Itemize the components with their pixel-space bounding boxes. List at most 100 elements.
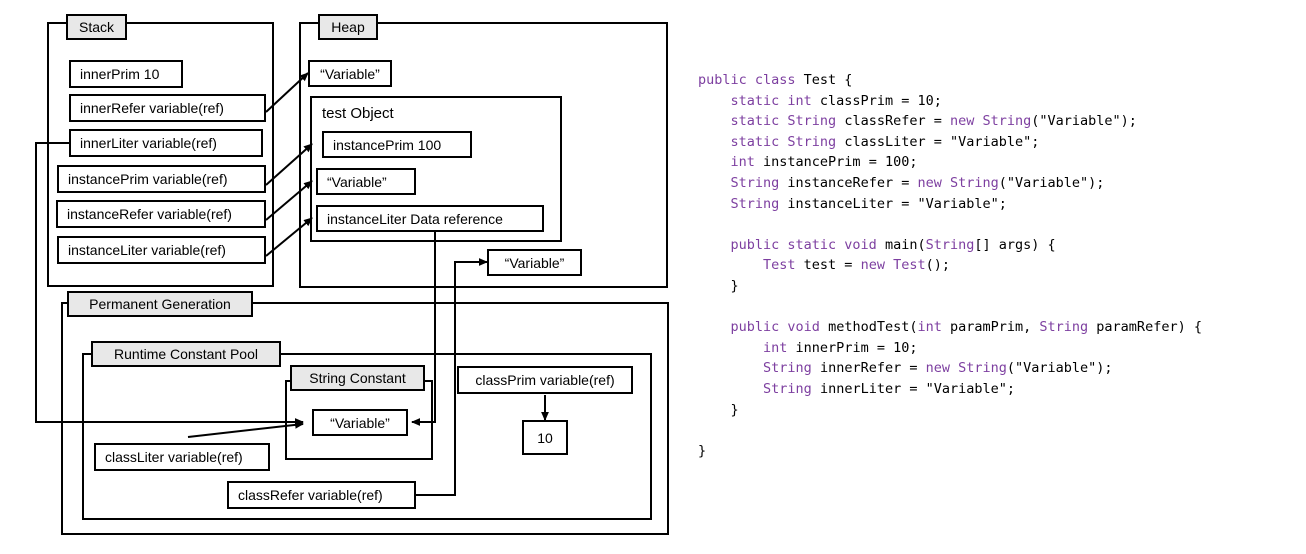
java-code-block: public class Test { static int classPrim… [698, 70, 1298, 461]
code-text: innerLiter = "Variable"; [819, 380, 1016, 397]
code-text [698, 340, 763, 356]
code-text: classPrim = 10; [819, 92, 942, 109]
code-line: Test test = new Test(); [698, 255, 1298, 276]
code-text [698, 360, 763, 376]
code-text: } [698, 277, 739, 294]
code-keyword: new String [925, 360, 1007, 377]
heap-literal-box: “Variable” [487, 249, 582, 276]
stack-frame-innerRefer: innerRefer variable(ref) [69, 94, 266, 122]
code-line: static String classRefer = new String("V… [698, 111, 1298, 132]
code-text: paramRefer) { [1096, 319, 1202, 336]
stack-region-label: Stack [78, 19, 114, 35]
code-line: String innerLiter = "Variable"; [698, 379, 1298, 400]
string-constant-label: String Constant [309, 370, 406, 386]
code-line [698, 420, 1298, 441]
classRefer-label: classRefer variable(ref) [238, 487, 383, 503]
code-keyword: String [763, 380, 820, 397]
pool-string-box: “Variable” [312, 409, 408, 436]
code-text [698, 381, 763, 397]
code-text [698, 319, 731, 335]
code-text: classRefer = [844, 113, 950, 130]
code-text: ("Variable"); [1031, 113, 1137, 130]
test-object-box [310, 96, 562, 242]
code-text: [] args) { [974, 236, 1056, 253]
code-text: } [698, 442, 707, 459]
heap-loose-string-label: “Variable” [320, 65, 380, 82]
permgen-region-tab: Permanent Generation [67, 291, 253, 317]
stack-frame-instanceLiter: instanceLiter variable(ref) [57, 236, 266, 264]
stack-frame-label: innerPrim 10 [80, 66, 160, 82]
code-text [698, 134, 731, 150]
string-constant-tab: String Constant [290, 365, 425, 391]
code-keyword: static String [730, 113, 845, 130]
code-text: innerPrim = 10; [795, 339, 918, 356]
code-text: ("Variable"); [998, 174, 1105, 191]
object-field-instancePrim: instancePrim 100 [322, 131, 472, 158]
code-text: instancePrim = 100; [763, 154, 918, 171]
code-text [698, 196, 731, 212]
code-line: String instanceLiter = "Variable"; [698, 194, 1298, 215]
classPrim-value-box: 10 [522, 420, 568, 455]
code-text [698, 257, 763, 273]
code-keyword: new String [917, 174, 999, 191]
code-text: methodTest( [828, 319, 918, 336]
code-text: Test { [803, 72, 853, 88]
classPrim-box: classPrim variable(ref) [457, 366, 633, 394]
code-keyword: String [763, 360, 820, 377]
code-keyword: int [763, 339, 796, 356]
classLiter-label: classLiter variable(ref) [105, 449, 243, 465]
code-text [698, 93, 731, 109]
stack-region [47, 22, 274, 287]
permgen-region [61, 302, 669, 535]
code-line: public class Test { [698, 70, 1298, 91]
code-text: (); [925, 257, 950, 274]
code-keyword: int [917, 319, 950, 336]
code-text: instanceLiter = "Variable"; [787, 195, 1007, 212]
runtime-constant-pool-tab: Runtime Constant Pool [91, 341, 281, 367]
code-text: instanceRefer = [787, 174, 918, 191]
code-text: classLiter = "Variable"; [844, 133, 1040, 150]
code-line: int instancePrim = 100; [698, 152, 1298, 173]
code-line: public void methodTest(int paramPrim, St… [698, 317, 1298, 338]
permgen-region-label: Permanent Generation [89, 296, 231, 312]
code-line: public static void main(String[] args) { [698, 235, 1298, 256]
code-line: static int classPrim = 10; [698, 91, 1298, 112]
code-keyword: new String [949, 113, 1032, 130]
code-text [698, 113, 731, 129]
code-keyword: int [730, 154, 764, 171]
stack-frame-label: instanceLiter variable(ref) [68, 242, 226, 258]
code-keyword: String [730, 174, 788, 191]
stack-frame-label: innerLiter variable(ref) [80, 135, 217, 151]
jvm-memory-diagram: Stack innerPrim 10 innerRefer variable(r… [35, 14, 669, 535]
heap-region-label: Heap [331, 19, 365, 35]
code-keyword: static String [730, 133, 845, 150]
stack-frame-innerPrim: innerPrim 10 [69, 60, 183, 88]
code-keyword: static int [730, 92, 820, 109]
code-line: static String classLiter = "Variable"; [698, 132, 1298, 153]
heap-literal-label: “Variable” [504, 254, 565, 271]
code-text: } [698, 401, 739, 418]
stack-frame-innerLiter: innerLiter variable(ref) [69, 129, 263, 157]
code-text [698, 154, 731, 170]
code-keyword: public static void [730, 236, 885, 253]
object-field-variable-string: “Variable” [316, 168, 416, 195]
code-text: innerRefer = [819, 360, 926, 377]
code-line [698, 214, 1298, 235]
code-line: String innerRefer = new String("Variable… [698, 358, 1298, 379]
heap-loose-string-box: “Variable” [308, 60, 392, 87]
heap-region [299, 22, 668, 288]
code-line: } [698, 400, 1298, 421]
code-line: int innerPrim = 10; [698, 338, 1298, 359]
code-text: paramPrim, [949, 319, 1040, 336]
code-keyword: String [730, 195, 788, 212]
classPrim-value-label: 10 [537, 429, 553, 446]
runtime-constant-pool-region [82, 353, 652, 520]
classPrim-label: classPrim variable(ref) [475, 372, 615, 388]
code-text: ("Variable"); [1006, 360, 1113, 377]
classLiter-box: classLiter variable(ref) [94, 443, 270, 471]
object-field-label: “Variable” [327, 173, 387, 190]
object-field-instanceLiter: instanceLiter Data reference [316, 205, 544, 232]
code-text [698, 237, 731, 253]
runtime-constant-pool-label: Runtime Constant Pool [114, 346, 258, 362]
code-line: String instanceRefer = new String("Varia… [698, 173, 1298, 194]
